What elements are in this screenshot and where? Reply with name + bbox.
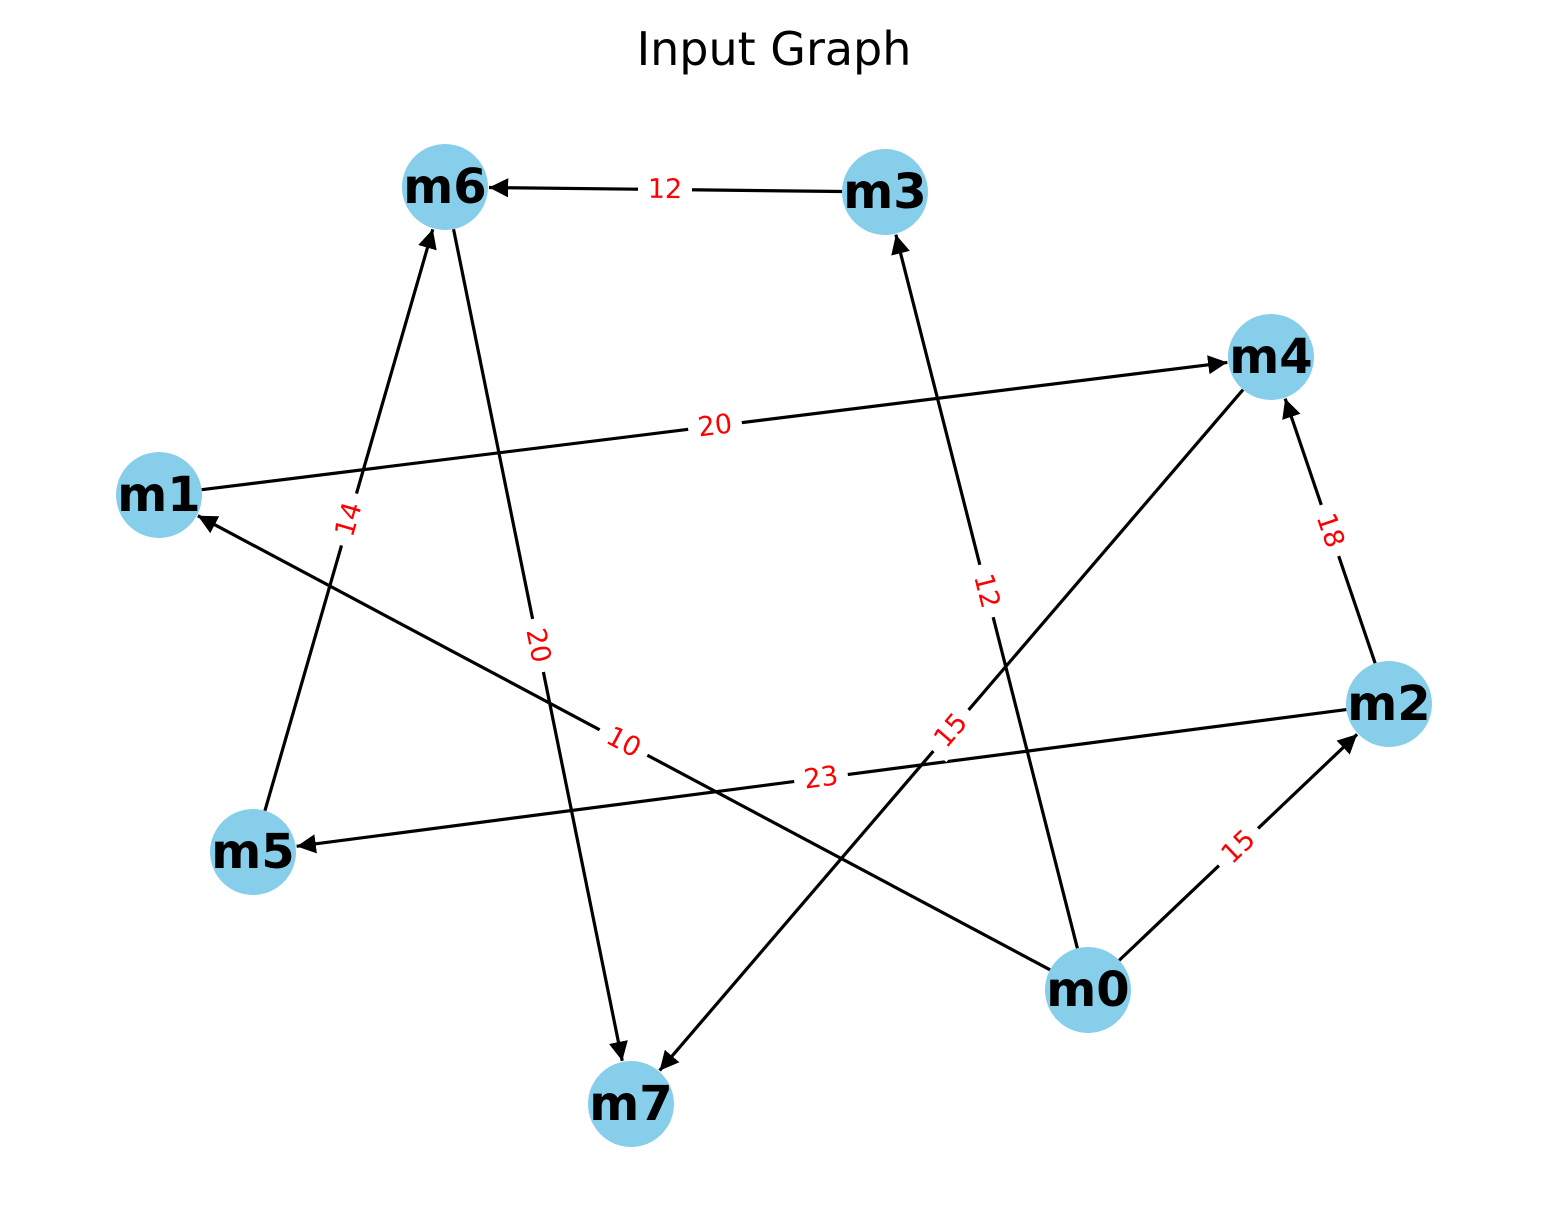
node-label: m3 xyxy=(843,164,926,220)
edge-weight-text: 12 xyxy=(648,174,683,205)
node-m1: m1 xyxy=(116,452,202,538)
edge-weight-text: 23 xyxy=(802,760,840,795)
edge-label-m0-m3: 12 xyxy=(963,560,1010,622)
edge-label-background xyxy=(920,698,982,763)
edge-label-background xyxy=(591,714,656,771)
node-label: m1 xyxy=(117,467,200,523)
edges-layer xyxy=(197,178,1377,1072)
node-label: m7 xyxy=(589,1076,672,1132)
node-m7: m7 xyxy=(588,1061,674,1147)
edge-label-m4-m7: 15 xyxy=(920,698,982,763)
edge-label-background xyxy=(325,488,373,551)
node-m6: m6 xyxy=(402,144,488,230)
node-label: m0 xyxy=(1046,962,1129,1018)
edge-label-background xyxy=(963,560,1010,622)
edge-label-m3-m6: 12 xyxy=(637,172,693,207)
node-m5: m5 xyxy=(210,809,296,895)
node-circle xyxy=(1045,947,1131,1033)
node-m4: m4 xyxy=(1228,314,1314,400)
edge-weight-text: 20 xyxy=(519,626,556,666)
graph-title: Input Graph xyxy=(636,22,912,76)
node-circle xyxy=(402,144,488,230)
edge-label-background xyxy=(515,615,561,676)
node-label: m6 xyxy=(403,159,486,215)
edge-label-background xyxy=(686,405,744,447)
edge-label-background xyxy=(792,757,850,799)
edge-label-m5-m6: 14 xyxy=(325,488,373,551)
edge-label-m1-m4: 20 xyxy=(686,405,744,447)
node-m0: m0 xyxy=(1045,947,1131,1033)
edge-label-background xyxy=(637,172,693,207)
node-label: m4 xyxy=(1229,329,1312,385)
node-label: m5 xyxy=(211,824,294,880)
edge-label-background xyxy=(1207,816,1270,878)
nodes-layer: m0 m1 m2 m3 m4 m5 m6 m7 xyxy=(116,144,1432,1147)
edge-label-m2-m5: 23 xyxy=(792,757,850,799)
edge-label-background xyxy=(1305,499,1355,562)
edge-weight-text: 20 xyxy=(696,409,734,444)
node-circle xyxy=(1228,314,1314,400)
node-circle xyxy=(588,1061,674,1147)
edge-label-m0-m1: 10 xyxy=(591,714,656,771)
edge-label-m6-m7: 20 xyxy=(515,615,561,676)
node-circle xyxy=(842,149,928,235)
node-m2: m2 xyxy=(1346,661,1432,747)
node-circle xyxy=(1346,661,1432,747)
node-label: m2 xyxy=(1347,676,1430,732)
node-m3: m3 xyxy=(842,149,928,235)
edge-label-m2-m4: 18 xyxy=(1305,499,1355,562)
node-circle xyxy=(116,452,202,538)
node-circle xyxy=(210,809,296,895)
